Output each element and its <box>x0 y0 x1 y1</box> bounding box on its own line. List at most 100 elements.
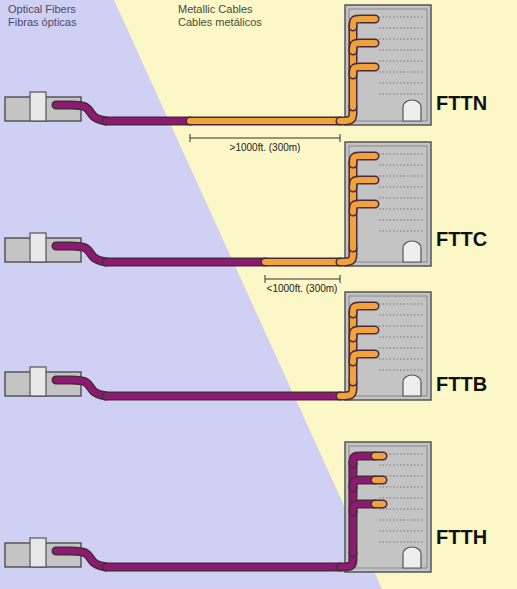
floor-dots <box>379 486 423 487</box>
metallic-cable <box>353 156 375 164</box>
metallic-cable <box>353 354 375 362</box>
optical-region <box>0 0 382 589</box>
dimension-tick <box>340 275 341 283</box>
dimension-label: <1000ft. (300m) <box>267 283 338 294</box>
rooftop-tank <box>403 241 421 262</box>
region-heading: Metallic Cables <box>178 3 253 15</box>
floor-dots <box>379 208 423 209</box>
cable-outline <box>265 258 340 267</box>
floor-dots <box>379 16 423 17</box>
floor-dots <box>379 197 423 198</box>
floor-dots <box>379 303 423 304</box>
optical-fiber <box>56 551 106 567</box>
optical-fiber <box>56 246 106 262</box>
metallic-cable <box>375 453 383 459</box>
metallic-cable <box>353 19 375 27</box>
floor-dots <box>379 49 423 50</box>
deployment-row <box>5 292 431 400</box>
cable-outline <box>353 19 375 27</box>
cable-outline <box>353 204 375 212</box>
metallic-cable <box>353 306 375 314</box>
metallic-cable <box>353 43 375 51</box>
dimension-label: >1000ft. (300m) <box>230 142 301 153</box>
floor-dots <box>379 71 423 72</box>
dimension-tick <box>265 275 266 283</box>
floor-dots <box>379 93 423 94</box>
region-heading: Optical Fibers <box>8 3 76 15</box>
floor-dots <box>379 164 423 165</box>
metallic-cable <box>375 477 383 483</box>
architecture-label: FTTB <box>436 373 487 395</box>
building-inner <box>349 296 427 396</box>
optical-fiber <box>56 380 106 396</box>
cable-outline <box>106 117 190 126</box>
rooftop-tank <box>403 547 421 568</box>
cable-outline <box>56 551 106 567</box>
floor-dots <box>379 82 423 83</box>
building-inner <box>349 146 427 262</box>
floor-dots <box>379 519 423 520</box>
rooftop-tank <box>403 100 421 121</box>
metallic-cable <box>353 330 375 338</box>
optical-fiber <box>106 259 265 265</box>
floor-dots <box>379 186 423 187</box>
cable-outline <box>353 156 375 164</box>
floor-dots <box>379 369 423 370</box>
floor-dots <box>379 530 423 531</box>
optical-fiber <box>106 118 190 124</box>
architecture-label: FTTH <box>436 526 487 548</box>
floor-dots <box>379 153 423 154</box>
cable-outline <box>106 258 265 267</box>
metallic-cable <box>190 118 340 124</box>
floor-dots <box>379 336 423 337</box>
region-heading: Fibras ópticas <box>8 16 76 28</box>
cable-outline <box>190 117 340 126</box>
cable-outline <box>353 330 375 338</box>
optical-fiber <box>106 564 340 570</box>
floor-dots <box>379 60 423 61</box>
building <box>345 292 431 400</box>
metallic-cable <box>353 67 375 75</box>
floor-dots <box>379 175 423 176</box>
cable-outline <box>353 306 375 314</box>
metallic-cable <box>353 204 375 212</box>
floor-dots <box>379 325 423 326</box>
building <box>345 142 431 266</box>
metallic-cable <box>375 501 383 507</box>
floor-dots <box>379 219 423 220</box>
floor-dots <box>379 464 423 465</box>
cable-outline <box>353 354 375 362</box>
cable-outline <box>56 105 106 121</box>
metallic-cable <box>350 312 356 382</box>
cable-outline <box>353 180 375 188</box>
architecture-label: FTTN <box>436 92 487 114</box>
cable-outline <box>353 67 375 75</box>
office-door <box>30 233 46 262</box>
floor-dots <box>379 230 423 231</box>
dimension-line <box>265 279 340 280</box>
optical-fiber <box>106 393 340 399</box>
floor-dots <box>379 508 423 509</box>
cable-outline <box>106 563 340 572</box>
office-door <box>30 538 46 567</box>
metallic-cable <box>265 259 340 265</box>
cable-outline <box>375 452 383 461</box>
cable-outline <box>56 380 106 396</box>
deployment-row <box>5 442 431 572</box>
floor-dots <box>379 358 423 359</box>
cable-outline <box>353 43 375 51</box>
architecture-label: FTTC <box>436 228 487 250</box>
rooftop-tank <box>403 375 421 396</box>
office-door <box>30 92 46 121</box>
floor-dots <box>379 314 423 315</box>
dimension-line <box>190 138 340 139</box>
optical-fiber <box>56 105 106 121</box>
floor-dots <box>379 347 423 348</box>
building-inner <box>349 9 427 121</box>
building <box>345 442 431 572</box>
deployment-row <box>5 5 431 142</box>
floor-dots <box>379 541 423 542</box>
deployment-row <box>5 142 431 283</box>
